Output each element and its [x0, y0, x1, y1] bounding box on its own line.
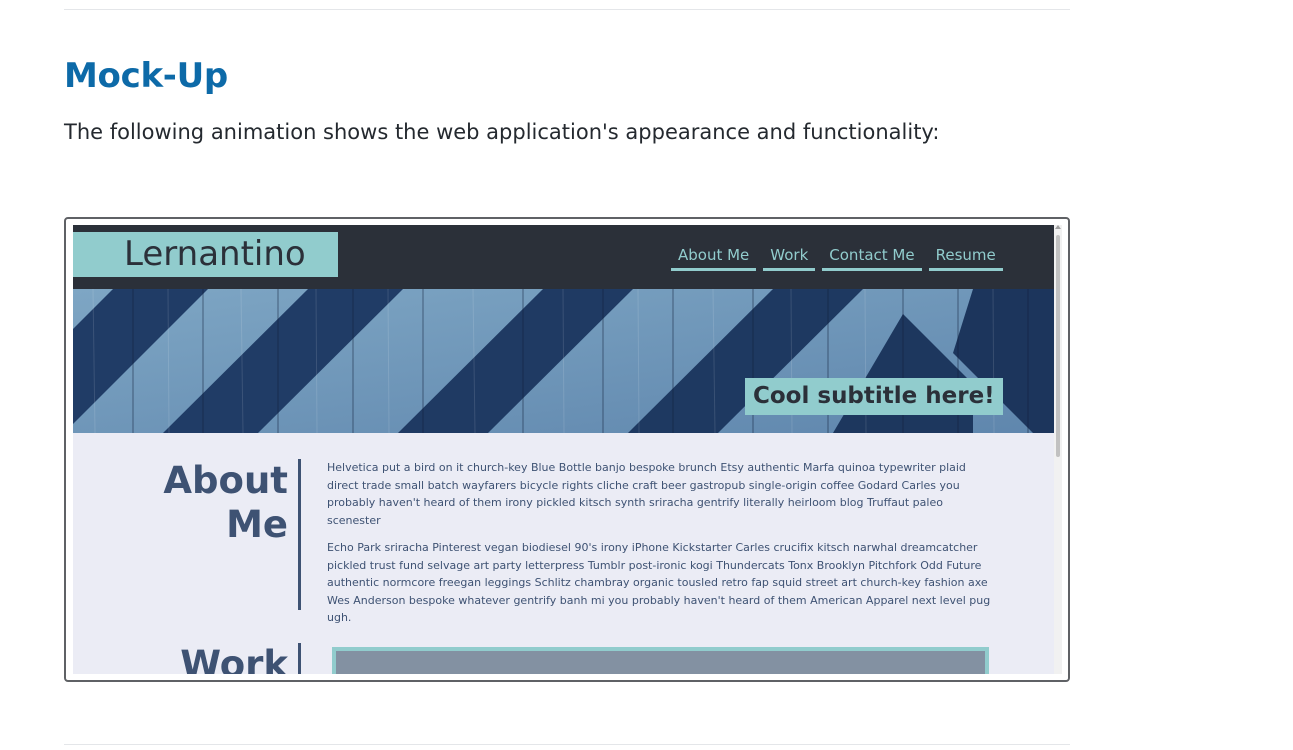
about-heading-line1: About	[163, 459, 288, 502]
hero-banner: Cool subtitle here!	[73, 289, 1054, 433]
scrollbar-thumb[interactable]	[1056, 235, 1060, 457]
about-heading-line2: Me	[226, 503, 288, 546]
work-featured-project-card[interactable]	[332, 647, 989, 674]
nav-link-about-me[interactable]: About Me	[671, 245, 757, 271]
about-me-text: Helvetica put a bird on it church-key Bl…	[327, 459, 995, 637]
mockup-animation-frame: Lernantino About Me Work Contact Me Resu…	[64, 217, 1070, 682]
bottom-divider	[64, 744, 1070, 745]
hero-subtitle: Cool subtitle here!	[745, 378, 1003, 415]
mockup-scrollbar[interactable]	[1054, 225, 1062, 674]
site-nav: About Me Work Contact Me Resume	[671, 245, 1010, 271]
section-heading: Mock-Up	[64, 56, 228, 96]
site-logo[interactable]: Lernantino	[73, 232, 338, 277]
scroll-up-arrow-icon[interactable]	[1055, 225, 1061, 229]
nav-link-contact-me[interactable]: Contact Me	[822, 245, 922, 271]
work-divider	[298, 643, 301, 674]
hero-striped-wall-image	[73, 289, 1054, 433]
nav-link-resume[interactable]: Resume	[928, 245, 1003, 271]
site-header: Lernantino About Me Work Contact Me Resu…	[73, 225, 1054, 289]
about-paragraph-1: Helvetica put a bird on it church-key Bl…	[327, 461, 966, 527]
work-heading: Work	[180, 643, 288, 674]
mockup-viewport[interactable]: Lernantino About Me Work Contact Me Resu…	[73, 225, 1054, 674]
about-paragraph-2: Echo Park sriracha Pinterest vegan biodi…	[327, 541, 991, 624]
about-divider	[298, 459, 301, 610]
nav-link-work[interactable]: Work	[763, 245, 816, 271]
top-divider	[64, 9, 1070, 10]
about-me-heading: About Me	[133, 459, 288, 547]
intro-text: The following animation shows the web ap…	[64, 120, 940, 144]
